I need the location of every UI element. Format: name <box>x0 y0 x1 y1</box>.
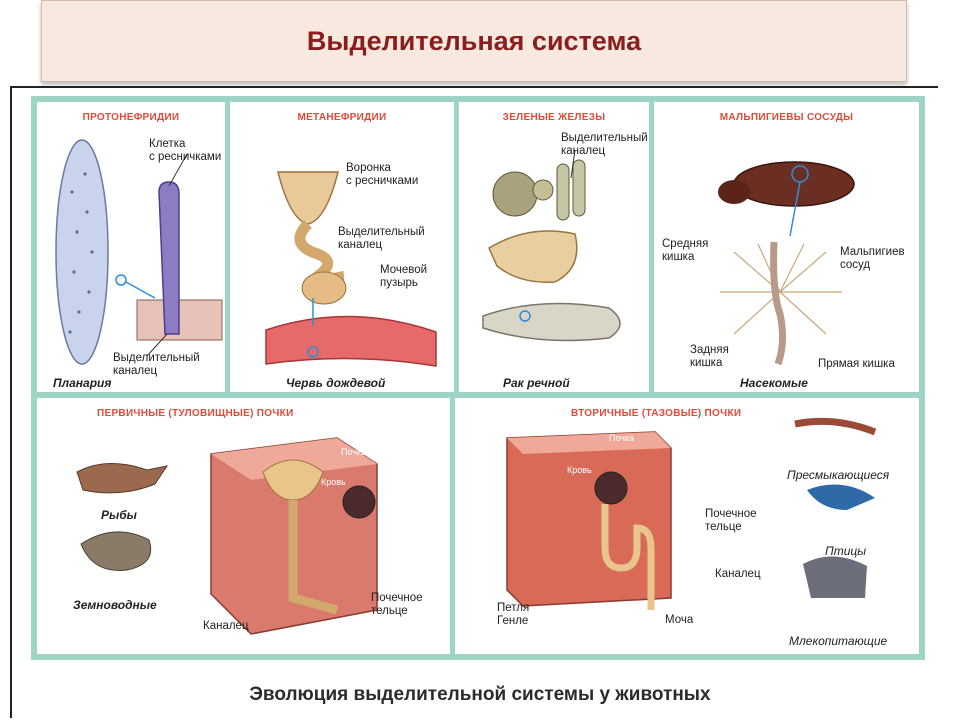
label-urine: Моча <box>665 614 694 626</box>
organism-birds: Птицы <box>825 544 867 558</box>
panel-title: ПЕРВИЧНЫЕ (ТУЛОВИЩНЫЕ) ПОЧКИ <box>97 408 294 419</box>
label-rectum: Прямая кишка <box>818 358 895 370</box>
green-gland-illustration <box>482 149 621 342</box>
primary-kidney-illustration <box>76 437 378 635</box>
label-canal: Выделительный каналец <box>561 132 648 157</box>
insect-illustration <box>718 161 855 366</box>
label-kidney: Почка <box>341 447 367 457</box>
label-body: Почечное тельце <box>705 508 757 533</box>
label-hindgut: Задняя кишка <box>690 344 729 369</box>
diagram-board: ПРОТОНЕФРИДИИ Клетка с ресничками Выдели… <box>31 96 925 660</box>
figure-caption: Эволюция выделительной системы у животны… <box>249 684 711 705</box>
label-canal: Выделительный каналец <box>338 226 425 251</box>
planaria-illustration <box>55 139 223 365</box>
panel-protonephridia: ПРОТОНЕФРИДИИ Клетка с ресничками Выдели… <box>37 102 225 392</box>
panel-title: МАЛЬПИГИЕВЫ СОСУДЫ <box>719 112 854 123</box>
organism-mammals: Млекопитающие <box>789 634 888 648</box>
organism-planaria: Планария <box>53 376 112 390</box>
panel-metanephridia: МЕТАНЕФРИДИИ Воронка с ресничками Выдели… <box>230 102 454 392</box>
panel-primary-kidney: ПЕРВИЧНЫЕ (ТУЛОВИЩНЫЕ) ПОЧКИ Почка Кровь… <box>37 398 450 654</box>
panel-title: ЗЕЛЕНЫЕ ЖЕЛЕЗЫ <box>502 112 606 123</box>
panel-title: ВТОРИЧНЫЕ (ТАЗОВЫЕ) ПОЧКИ <box>571 408 742 419</box>
label-bladder: Мочевой пузырь <box>380 264 428 289</box>
label-canal: Каналец <box>203 620 249 632</box>
organism-fish: Рыбы <box>101 508 137 522</box>
panel-green-glands: ЗЕЛЕНЫЕ ЖЕЛЕЗЫ Выделительный каналец Рак… <box>459 102 649 392</box>
label-canal: Каналец <box>715 568 761 580</box>
organism-reptiles: Пресмыкающиеся <box>787 468 890 482</box>
label-kidney: Почка <box>609 433 635 443</box>
label-blood: Кровь <box>567 465 592 475</box>
organism-earthworm: Червь дождевой <box>286 376 386 390</box>
label-loop: Петля Генле <box>497 602 530 627</box>
panel-title: ПРОТОНЕФРИДИИ <box>82 112 180 123</box>
slide-title: Выделительная система <box>306 25 642 56</box>
metanephridium-illustration <box>265 171 437 367</box>
label-canal: Выделительный каналец <box>113 352 200 377</box>
label-body: Почечное тельце <box>371 592 423 617</box>
label-cell: Клетка с ресничками <box>149 138 222 163</box>
panel-title: МЕТАНЕФРИДИИ <box>297 112 387 123</box>
label-blood: Кровь <box>321 477 346 487</box>
label-midgut: Средняя кишка <box>662 238 709 263</box>
label-vessel: Мальпигиев сосуд <box>840 246 905 271</box>
organism-insects: Насекомые <box>740 376 808 390</box>
panel-malpighian: МАЛЬПИГИЕВЫ СОСУДЫ Средняя кишка Мальпиг… <box>654 102 919 392</box>
organism-amphibians: Земноводные <box>73 598 157 612</box>
organism-crayfish: Рак речной <box>503 376 570 390</box>
panel-secondary-kidney: ВТОРИЧНЫЕ (ТАЗОВЫЕ) ПОЧКИ Почка Кровь По… <box>455 398 919 654</box>
title-bar: Выделительная система <box>41 0 907 82</box>
secondary-kidney-illustration <box>506 417 877 610</box>
label-funnel: Воронка с ресничками <box>346 162 419 187</box>
